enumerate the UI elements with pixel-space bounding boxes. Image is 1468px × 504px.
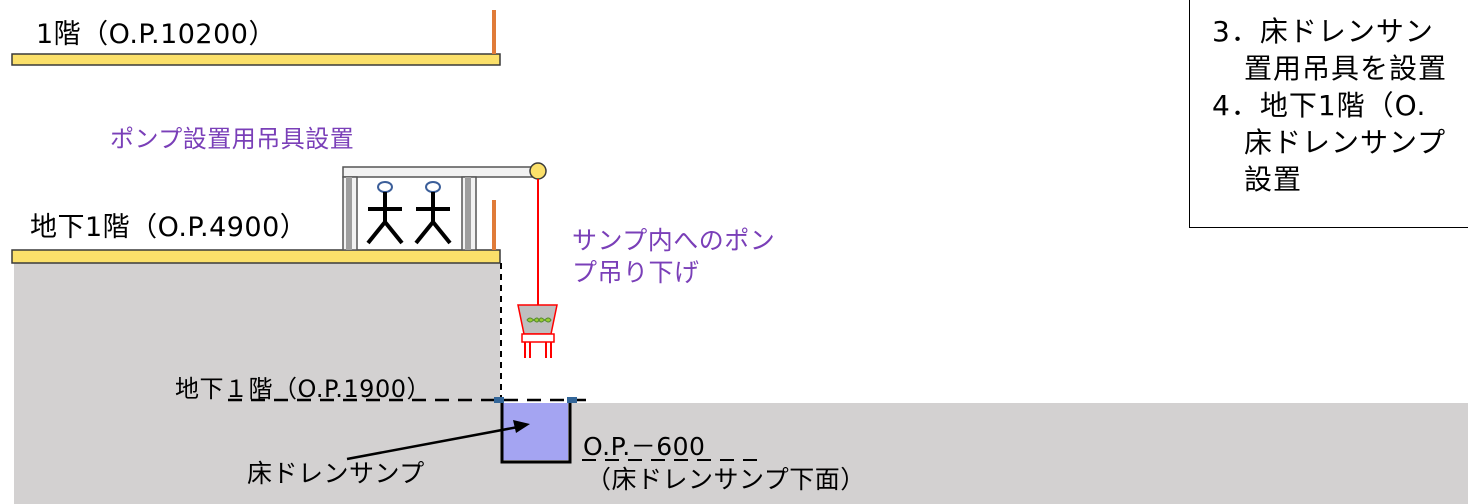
slab-floor1 <box>11 53 501 66</box>
worker-icon <box>366 181 404 245</box>
hoist-install-label: ポンプ設置用吊具設置 <box>110 125 355 153</box>
note-item: 設置 <box>1244 163 1303 196</box>
slab-b1 <box>11 249 501 264</box>
note-item: 3．床ドレンサン <box>1212 15 1434 48</box>
pump-lowering-label-line1: サンプ内へのポン <box>572 226 776 255</box>
pump-lowering-label-line2: プ吊り下げ <box>572 258 700 287</box>
sump-leader-arrow <box>346 420 530 461</box>
note-item: 4．地下1階（O. <box>1212 89 1427 122</box>
pulley-icon <box>529 162 547 180</box>
floor1-label: 1階（O.P.10200） <box>36 19 276 50</box>
hoist-frame <box>342 166 533 251</box>
note-item: 床ドレンサンプ <box>1244 126 1447 159</box>
ground-lower <box>14 403 1468 504</box>
floor-drain-sump <box>494 397 577 464</box>
b1-lower-floor-label: 地下１階（O.P.1900） <box>175 375 431 403</box>
worker-icon <box>414 181 452 245</box>
note-item: 置用吊具を設置 <box>1244 52 1448 85</box>
sump-bottom-level-label: O.P.－600 <box>583 432 706 461</box>
sump-bottom-desc-label: （床ドレンサンプ下面） <box>586 465 866 494</box>
sump-label: 床ドレンサンプ <box>247 459 425 488</box>
opening-marker-floor1 <box>492 10 496 54</box>
opening-marker-b1 <box>492 200 496 250</box>
b1-floor-label: 地下1階（O.P.4900） <box>30 212 308 243</box>
procedure-notes-box: 3．床ドレンサン 置用吊具を設置 4．地下1階（O. 床ドレンサンプ 設置 <box>1189 0 1468 228</box>
pump-icon <box>517 304 558 358</box>
